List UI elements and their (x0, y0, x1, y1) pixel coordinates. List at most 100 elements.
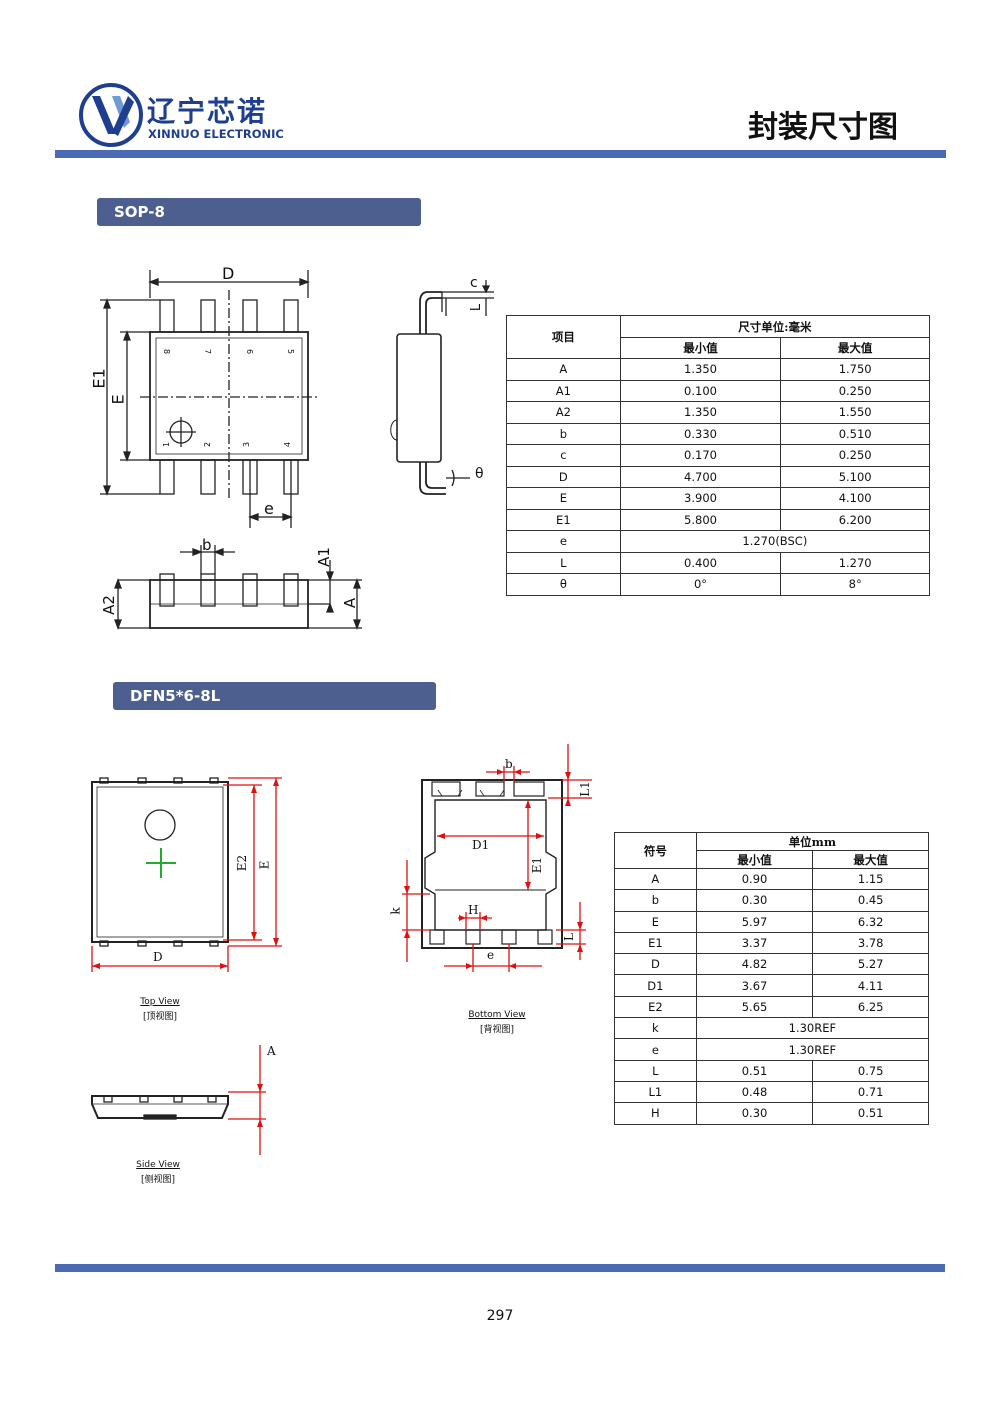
table-cell-item: k (614, 1017, 697, 1040)
sop8-pin-number: 8 (162, 348, 172, 355)
table-cell-max: 1.15 (812, 867, 929, 891)
sop8-dim-L-label: L (469, 303, 485, 312)
dfn-dim-D1-label: D1 (472, 838, 490, 852)
table-cell-item: e (614, 1038, 697, 1061)
table-cell-min: 0.90 (695, 867, 814, 891)
section-tag-sop8: SOP-8 (97, 198, 421, 226)
table-cell-min: 0.100 (619, 379, 782, 402)
page-number: 297 (486, 1308, 514, 1324)
table-cell-min: 0.170 (619, 444, 782, 467)
table-header-item: 项目 (506, 315, 621, 359)
sop8-dim-e-label: e (264, 499, 274, 518)
side-view-caption: Side View (136, 1160, 180, 1170)
table-header-max: 最大值 (812, 850, 929, 869)
page-title: 封装尺寸图 (748, 110, 898, 145)
table-header-unit: 单位mm (695, 832, 930, 851)
table-cell-item: L1 (614, 1080, 697, 1104)
table-cell-max: 0.71 (812, 1080, 929, 1104)
side-view-caption-cn: [侧视图] (140, 1175, 176, 1185)
table-cell-item: b (614, 889, 697, 912)
bottom-view-caption-cn: [背视图] (479, 1025, 515, 1035)
sop8-pin-number: 7 (203, 348, 213, 355)
table-cell-item: e (506, 530, 621, 553)
table-cell-item: A1 (506, 379, 621, 402)
dfn-dim-A-label: A (267, 1044, 276, 1058)
table-cell-max: 3.78 (812, 931, 929, 955)
top-view-caption-cn: [顶视图] (142, 1012, 178, 1022)
table-cell-max: 6.25 (812, 995, 929, 1019)
table-cell-max: 6.200 (780, 508, 930, 531)
table-cell-item: b (506, 422, 621, 445)
dfn-dim-E2-label: E2 (235, 854, 250, 872)
company-logo-icon (79, 83, 143, 147)
table-cell-item: E1 (614, 931, 697, 955)
table-cell-item: D (614, 953, 697, 976)
sop8-package-drawing (100, 270, 494, 630)
table-cell-item: A2 (506, 401, 621, 424)
table-cell-item: θ (506, 573, 621, 596)
table-cell-max: 1.270 (780, 551, 930, 574)
sop8-dim-c-label: c (470, 275, 478, 291)
sop8-dim-A2-label: A2 (99, 595, 118, 615)
table-cell-max: 0.250 (780, 444, 930, 467)
table-cell-item: H (614, 1102, 697, 1125)
table-cell-max: 4.11 (812, 974, 929, 997)
table-cell-max: 1.750 (780, 358, 930, 381)
table-cell-item: c (506, 444, 621, 467)
table-cell-item: D1 (614, 974, 697, 997)
dfn-dim-E-label: E (257, 860, 272, 870)
table-cell-min: 4.82 (695, 953, 814, 976)
table-cell-span: 1.30REF (695, 1038, 930, 1061)
dfn-dim-b-label: b (505, 757, 513, 771)
dfn-dim-L-label: L (561, 933, 576, 941)
table-cell-max: 0.45 (812, 889, 929, 912)
dfn-dim-D-label: D (153, 950, 163, 964)
table-header-min: 最小值 (619, 337, 782, 359)
table-cell-item: E2 (614, 995, 697, 1019)
sop8-dim-A1-label: A1 (314, 547, 333, 567)
table-cell-min: 0.48 (695, 1080, 814, 1104)
table-header-max: 最大值 (780, 337, 930, 359)
section-tag-dfn: DFN5*6-8L (113, 682, 436, 710)
table-cell-min: 1.350 (619, 358, 782, 381)
table-cell-min: 4.700 (619, 465, 782, 488)
table-cell-max: 6.32 (812, 910, 929, 933)
table-header-item: 符号 (614, 832, 697, 869)
table-cell-item: E1 (506, 508, 621, 531)
table-cell-item: L (614, 1059, 697, 1082)
table-cell-max: 1.550 (780, 401, 930, 424)
sop8-pin-number: 3 (242, 441, 252, 448)
table-header-unit: 尺寸单位:毫米 (619, 315, 931, 338)
dfn-dim-E1-label: E1 (530, 856, 545, 874)
dfn-package-drawing (91, 744, 592, 1155)
table-cell-min: 5.800 (619, 508, 782, 531)
table-header-min: 最小值 (695, 850, 814, 869)
table-cell-span: 1.30REF (695, 1017, 930, 1040)
table-cell-max: 0.510 (780, 422, 930, 445)
footer-rule (55, 1264, 945, 1272)
table-cell-item: A (614, 867, 697, 891)
table-cell-min: 0.30 (695, 1102, 814, 1125)
table-cell-min: 0° (619, 573, 782, 596)
header-rule (55, 150, 946, 158)
table-cell-item: L (506, 551, 621, 574)
table-cell-max: 5.100 (780, 465, 930, 488)
table-cell-max: 0.250 (780, 379, 930, 402)
